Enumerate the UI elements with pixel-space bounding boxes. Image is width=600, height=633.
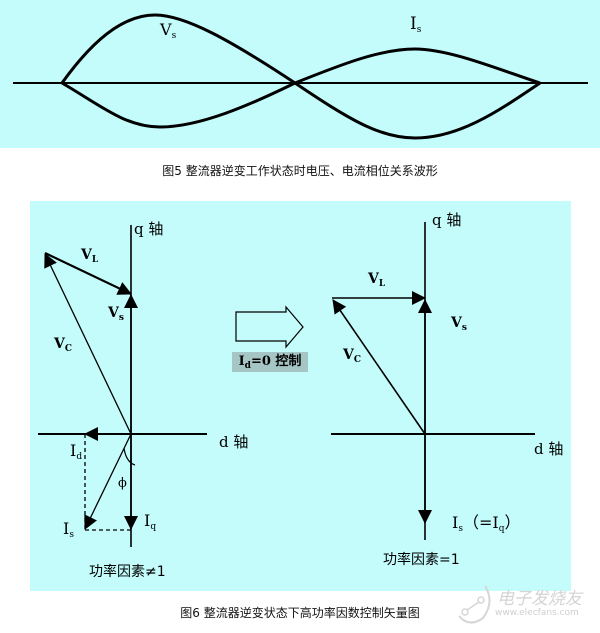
id-zero-control-label: Id=0 控制 — [232, 352, 308, 372]
watermark-title: 电子发烧友 — [497, 589, 582, 609]
left-d-axis-label: d 轴 — [219, 433, 249, 451]
right-d-axis-label: d 轴 — [534, 440, 564, 458]
right-power-factor-label: 功率因素=1 — [383, 552, 460, 568]
figure6-caption: 图6 整流器逆变状态下高功率因数控制矢量图 — [180, 606, 420, 620]
left-vector-diagram — [38, 225, 207, 547]
current-waveform — [61, 47, 541, 129]
watermark-logo-icon — [458, 585, 491, 624]
waveform-plot — [13, 13, 588, 140]
left-vc-vector — [44, 253, 132, 435]
right-vs-label: Vs — [451, 315, 467, 333]
left-is-label: Is — [63, 519, 74, 540]
left-q-axis-label: q 轴 — [134, 220, 164, 238]
left-id-label: Id — [70, 441, 83, 462]
phi-angle-arc — [123, 447, 136, 466]
right-vc-label: VC — [343, 347, 362, 365]
watermark: 电子发烧友 www.elecfans.com — [455, 580, 595, 630]
left-vc-label: VC — [54, 336, 73, 354]
left-power-factor-label: 功率因素≠1 — [89, 564, 166, 580]
figure5-caption: 图5 整流器逆变工作状态时电压、电流相位关系波形 — [162, 164, 438, 178]
right-vc-vector — [332, 299, 426, 435]
left-is-vector — [84, 433, 132, 530]
watermark-url: www.elecfans.com — [495, 608, 579, 618]
left-vl-label: VL — [81, 247, 99, 265]
left-iq-label: Iq — [144, 511, 157, 532]
left-vl-vector — [44, 252, 132, 295]
right-is-label: Is（=Iq） — [452, 513, 521, 534]
right-vl-label: VL — [368, 271, 386, 289]
right-vector-diagram — [331, 222, 535, 540]
is-waveform-label: Is — [410, 14, 422, 35]
phi-label: ϕ — [118, 476, 127, 491]
right-q-axis-label: q 轴 — [432, 211, 462, 229]
left-vs-label: Vs — [108, 305, 124, 323]
vs-waveform-label: Vs — [160, 20, 177, 41]
vector-diagram-panel — [30, 201, 571, 591]
transition-arrow-icon — [235, 305, 304, 349]
waveform-panel — [0, 0, 600, 148]
